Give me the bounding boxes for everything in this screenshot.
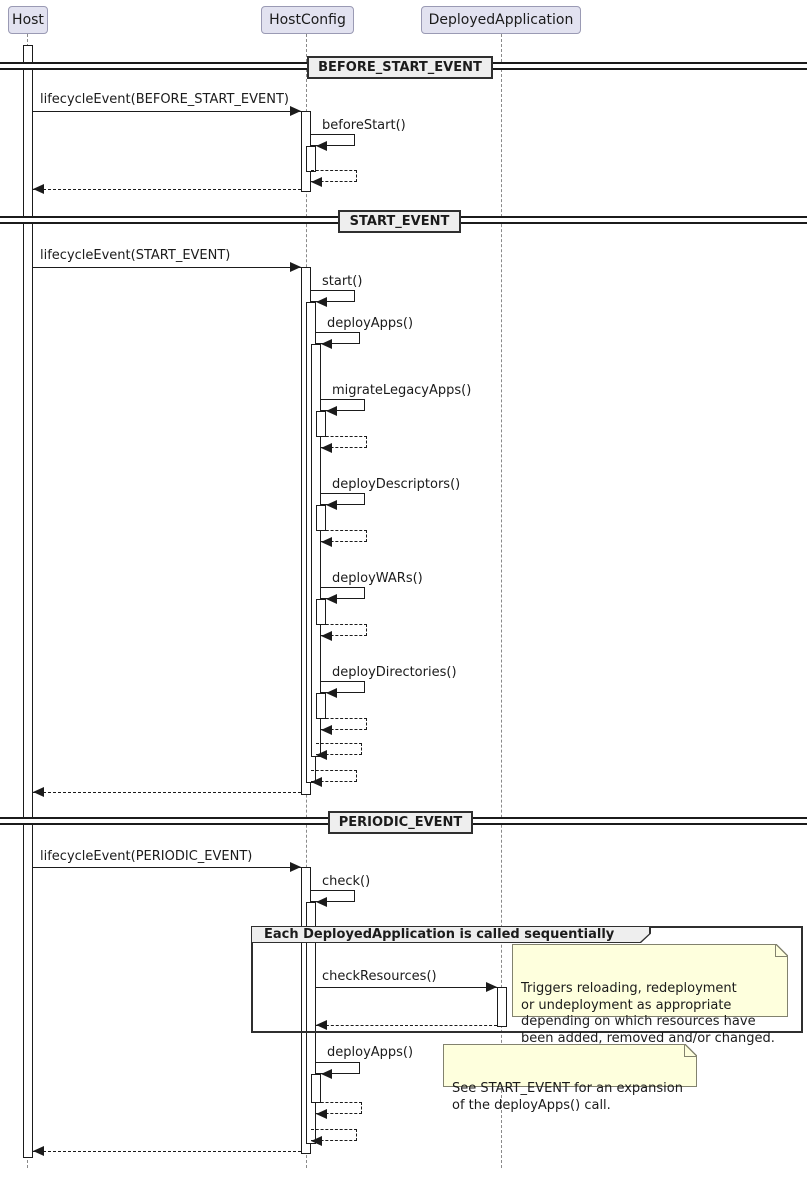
activation-bar-deploy-directories xyxy=(316,693,326,719)
arrowhead xyxy=(316,1020,327,1030)
self-call-deploy-apps xyxy=(316,332,360,344)
return-arrow-periodic-to-host xyxy=(33,1151,301,1152)
self-call-deploy-directories xyxy=(321,681,365,693)
activation-bar-deploy-descriptors xyxy=(316,505,326,531)
message-label-check-resources: checkResources() xyxy=(322,969,437,984)
message-label-deploy-descriptors: deployDescriptors() xyxy=(332,477,461,492)
self-return-deploy-descriptors xyxy=(321,530,367,542)
arrowhead xyxy=(321,1069,332,1079)
self-return-deploy-wars xyxy=(321,624,367,636)
message-label-deploy-apps-periodic: deployApps() xyxy=(327,1045,414,1060)
message-arrow-lifecycle-periodic xyxy=(33,867,301,868)
self-call-start xyxy=(311,290,355,302)
participant-hostconfig: HostConfig xyxy=(261,6,354,34)
self-return-before-start xyxy=(311,170,357,182)
message-label-deploy-directories: deployDirectories() xyxy=(332,665,457,680)
message-label-deploy-apps: deployApps() xyxy=(327,316,414,331)
return-arrow-check-resources xyxy=(316,1025,497,1026)
note-fold-icon xyxy=(775,944,788,957)
self-call-deploy-descriptors xyxy=(321,493,365,505)
arrowhead xyxy=(290,862,301,872)
arrowhead xyxy=(316,897,327,907)
self-return-deploy-apps-periodic xyxy=(316,1102,362,1114)
arrowhead xyxy=(33,1146,44,1156)
self-call-deploy-apps-periodic xyxy=(316,1062,360,1074)
arrowhead xyxy=(290,262,301,272)
note-fold-icon xyxy=(684,1044,697,1057)
message-label-before-start: beforeStart() xyxy=(322,118,406,133)
arrowhead xyxy=(326,594,337,604)
arrowhead xyxy=(290,106,301,116)
participant-hostconfig-label: HostConfig xyxy=(269,12,346,28)
arrowhead xyxy=(486,982,497,992)
arrowhead xyxy=(321,339,332,349)
arrowhead xyxy=(321,725,332,735)
message-label-lifecycle-start: lifecycleEvent(START_EVENT) xyxy=(40,248,231,263)
divider-start-event: START_EVENT xyxy=(338,210,461,233)
self-return-check xyxy=(311,1129,357,1141)
self-call-deploy-wars xyxy=(321,587,365,599)
arrowhead xyxy=(326,500,337,510)
message-label-lifecycle-before-start: lifecycleEvent(BEFORE_START_EVENT) xyxy=(40,92,289,107)
message-arrow-check-resources xyxy=(316,987,497,988)
activation-bar-deploy-wars xyxy=(316,599,326,625)
message-label-lifecycle-periodic: lifecycleEvent(PERIODIC_EVENT) xyxy=(40,849,253,864)
arrowhead xyxy=(321,631,332,641)
note-check-resources: Triggers reloading, redeployment or unde… xyxy=(512,944,788,1046)
divider-periodic-event: PERIODIC_EVENT xyxy=(328,811,473,834)
self-return-start xyxy=(311,770,357,782)
arrowhead xyxy=(321,443,332,453)
activation-bar-before-start-inner xyxy=(306,146,316,172)
message-label-start: start() xyxy=(322,274,363,289)
self-return-deploy-apps xyxy=(316,743,362,755)
divider-before-start-event: BEFORE_START_EVENT xyxy=(307,56,493,79)
arrowhead xyxy=(311,177,322,187)
participant-deployedapplication-label: DeployedApplication xyxy=(428,12,574,28)
arrowhead xyxy=(33,184,44,194)
self-return-migrate-legacy-apps xyxy=(321,436,367,448)
divider-periodic-label: PERIODIC_EVENT xyxy=(338,815,463,830)
activation-bar-deploy-apps-periodic xyxy=(311,1074,321,1103)
return-arrow-start-to-host xyxy=(33,792,301,793)
message-label-check: check() xyxy=(322,874,371,889)
divider-before-start-label: BEFORE_START_EVENT xyxy=(318,60,482,75)
self-call-migrate-legacy-apps xyxy=(321,399,365,411)
arrowhead xyxy=(311,777,322,787)
message-arrow-lifecycle-before-start xyxy=(33,111,301,112)
group-header xyxy=(252,927,649,942)
return-arrow-before-start-to-host xyxy=(33,189,301,190)
lifeline-deployedapplication xyxy=(501,34,502,1168)
message-label-deploy-wars: deployWARs() xyxy=(332,571,423,586)
participant-deployedapplication: DeployedApplication xyxy=(421,6,581,34)
arrowhead xyxy=(316,297,327,307)
message-label-migrate-legacy-apps: migrateLegacyApps() xyxy=(332,383,472,398)
participant-host: Host xyxy=(8,6,48,34)
message-arrow-lifecycle-start xyxy=(33,267,301,268)
group-label: Each DeployedApplication is called seque… xyxy=(264,927,615,942)
arrowhead xyxy=(316,750,327,760)
note-deploy-apps: See START_EVENT for an expansion of the … xyxy=(443,1044,697,1113)
arrowhead xyxy=(311,1136,322,1146)
arrowhead xyxy=(326,688,337,698)
arrowhead xyxy=(321,537,332,547)
activation-bar-host xyxy=(23,45,33,1158)
arrowhead xyxy=(316,141,327,151)
activation-bar-migrate-legacy-apps xyxy=(316,411,326,437)
note-deploy-apps-text: See START_EVENT for an expansion of the … xyxy=(452,1081,683,1113)
arrowhead xyxy=(326,406,337,416)
self-call-before-start xyxy=(311,134,355,146)
divider-start-label: START_EVENT xyxy=(349,214,450,229)
arrowhead xyxy=(316,1109,327,1119)
note-check-resources-text: Triggers reloading, redeployment or unde… xyxy=(521,981,775,1046)
self-call-check xyxy=(311,890,355,902)
self-return-deploy-directories xyxy=(321,718,367,730)
participant-host-label: Host xyxy=(12,12,44,28)
arrowhead xyxy=(33,787,44,797)
activation-bar-deployedapplication xyxy=(497,987,507,1027)
